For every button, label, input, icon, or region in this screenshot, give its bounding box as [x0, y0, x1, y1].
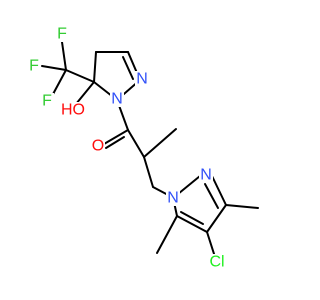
atom-f-left-bottom: F — [40, 93, 54, 110]
bond-c3-c4-pz — [206, 204, 227, 233]
atom-label-n1: N — [111, 91, 123, 108]
bond-c4-c5-pz-double — [180, 211, 204, 225]
atom-n1-pyrazoline: N — [110, 91, 124, 108]
atom-f-left-top: F — [27, 58, 41, 75]
atom-n2-pyrazole: N — [199, 167, 213, 184]
atom-label-n4: N — [200, 167, 212, 184]
bond-n1-n2-pz — [177, 175, 201, 195]
atom-label-ho: HO — [61, 102, 85, 119]
atom-label-f3: F — [42, 93, 52, 110]
atom-label-f1: F — [57, 26, 67, 43]
bond-c3-n2-double — [122, 56, 134, 80]
atom-label-layer: F F F HO N N O N — [27, 26, 228, 271]
bond-carbonyl-o — [103, 129, 129, 145]
bond-cf3-c5 — [65, 69, 95, 83]
atom-hydroxyl: HO — [61, 102, 85, 119]
atom-chlorine: Cl — [206, 254, 228, 271]
bond-c4-cl — [206, 231, 216, 258]
atom-n1-pyrazole: N — [166, 190, 180, 207]
bond-c5-oh — [75, 81, 95, 105]
molecule-diagram: F F F HO N N O N — [27, 25, 259, 271]
atom-carbonyl-oxygen: O — [91, 138, 105, 155]
atom-label-o: O — [92, 138, 104, 155]
atom-label-f2: F — [29, 58, 39, 75]
bond-c5-methyl — [156, 215, 178, 254]
bond-layer — [41, 41, 259, 258]
atom-label-cl: Cl — [209, 254, 224, 271]
atom-label-n3: N — [167, 190, 179, 207]
bond-c4-c5-pz — [176, 215, 208, 233]
bond-c5-c4 — [93, 51, 97, 83]
bond-carbonyl-ch — [127, 129, 145, 158]
bond-c3-methyl — [225, 204, 259, 209]
bond-cf3-f-top — [61, 41, 67, 71]
bond-cf3-f-left-bottom — [51, 69, 67, 97]
atom-n2-pyrazoline: N — [135, 71, 149, 88]
bond-carbonyl-o-double — [105, 136, 125, 149]
atom-f-top: F — [55, 26, 69, 43]
atom-label-n2: N — [136, 71, 148, 88]
bond-cf3-f-left-top — [41, 65, 67, 71]
bond-ch-ch2 — [143, 156, 154, 188]
bond-n2-c3-pz — [211, 175, 227, 206]
bond-n2-c3-pz-double — [204, 183, 219, 209]
bond-ch-methyl — [143, 128, 177, 158]
